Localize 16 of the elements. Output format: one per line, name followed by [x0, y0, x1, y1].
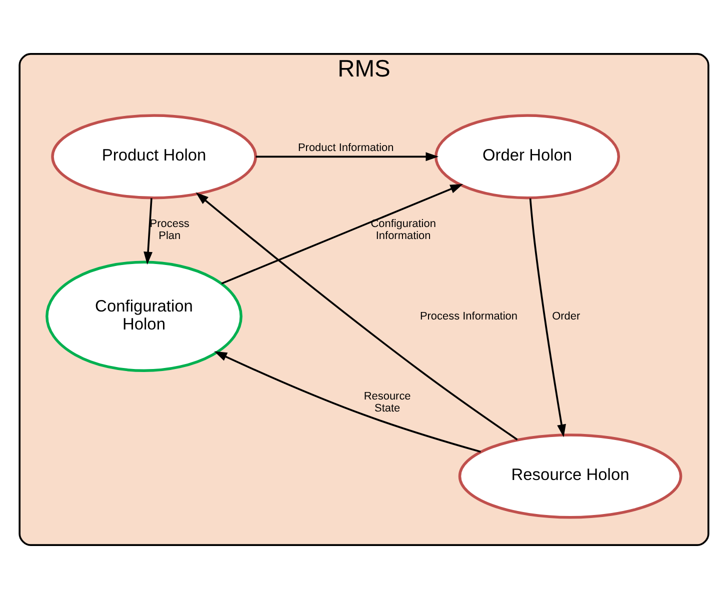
arrow — [529, 198, 566, 437]
edge-label: Configuration Information — [370, 217, 436, 242]
arrow — [144, 198, 153, 264]
node-ellipse: Configuration Holon — [46, 260, 242, 372]
arrow — [214, 350, 481, 452]
edge-label: Order — [552, 310, 580, 322]
edge-label: Product Information — [298, 141, 394, 154]
arrow — [196, 192, 518, 440]
node-ellipse: Order Holon — [434, 114, 620, 199]
arrow — [221, 184, 464, 284]
node-ellipse: Product Holon — [51, 114, 257, 199]
arrow — [256, 152, 439, 161]
edge-label: Process Plan — [150, 217, 190, 242]
node-ellipse: Resource Holon — [458, 433, 682, 518]
edge-label: Process Information — [420, 310, 518, 322]
edge-label: Resource State — [364, 390, 411, 414]
